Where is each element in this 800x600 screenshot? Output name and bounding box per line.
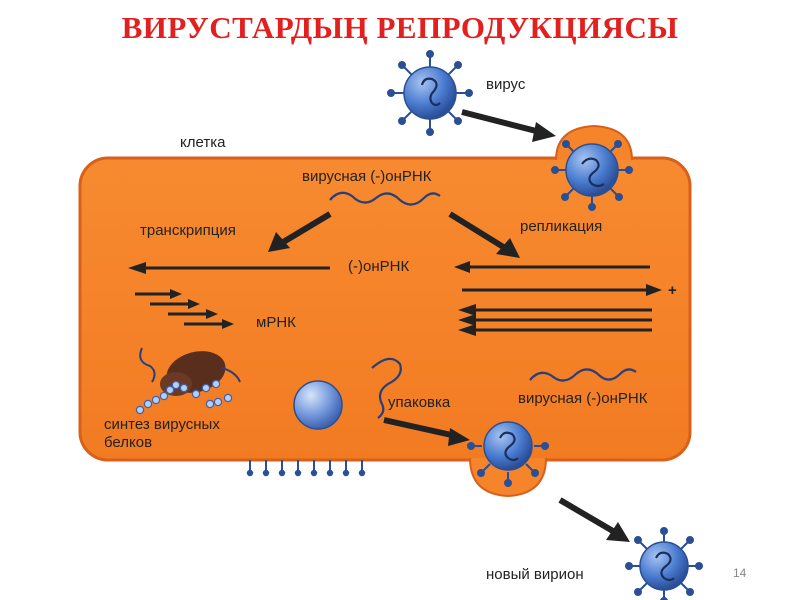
budding-virion-icon xyxy=(467,421,549,487)
label-neg-rna: (-)онРНК xyxy=(348,258,410,275)
label-viral-rna-top: вирусная (-)онРНК xyxy=(302,168,432,185)
label-mrna: мРНК xyxy=(256,314,296,331)
entry-arrow xyxy=(461,109,541,135)
rna-packaging-icon xyxy=(371,357,402,419)
label-plus: + xyxy=(668,282,677,299)
page-number: 14 xyxy=(733,566,747,580)
capsid-icon xyxy=(293,380,343,430)
label-transcription: транскрипция xyxy=(140,222,236,239)
slide-title: ВИРУСТАРДЫҢ РЕПРОДУКЦИЯСЫ xyxy=(121,10,679,45)
label-replication: репликация xyxy=(520,218,603,235)
membrane-receptors xyxy=(246,460,366,477)
virus-icon xyxy=(387,50,473,136)
replication-arrow xyxy=(448,211,507,251)
viral-rna-bottom-icon xyxy=(529,368,637,382)
label-cell: клетка xyxy=(180,134,226,151)
release-arrow xyxy=(558,497,620,537)
replication-copies xyxy=(472,308,652,332)
mrna-arrows xyxy=(135,292,224,326)
new-virion-icon xyxy=(625,527,703,600)
transcription-arrow xyxy=(278,211,332,247)
packaging-arrow xyxy=(383,417,457,439)
label-new-virion: новый вирион xyxy=(486,566,584,583)
label-virus: вирус xyxy=(486,76,526,93)
label-packaging: упаковка xyxy=(388,394,451,411)
cell-body xyxy=(78,156,692,462)
protein-chain-icon xyxy=(135,379,233,415)
viral-rna-top-icon xyxy=(329,191,441,206)
label-viral-rna-bottom: вирусная (-)онРНК xyxy=(518,390,648,407)
label-protein-synthesis-2: белков xyxy=(104,434,153,451)
label-protein-synthesis-1: синтез вирусных xyxy=(104,416,220,433)
entering-virus-icon xyxy=(551,140,633,211)
